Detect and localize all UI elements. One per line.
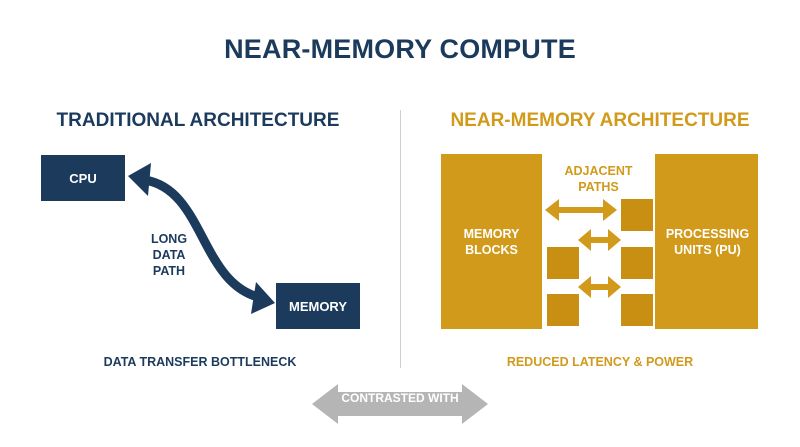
processing-units-label: PROCESSING UNITS (PU) xyxy=(665,226,750,257)
memory-blocks: MEMORY BLOCKS xyxy=(441,154,542,329)
memory-label: MEMORY xyxy=(288,298,348,314)
processing-units: PROCESSING UNITS (PU) xyxy=(657,154,758,329)
compute-tile xyxy=(621,247,653,279)
adjacent-path-arrow xyxy=(545,199,617,221)
contrast-label: CONTRASTED WITH xyxy=(341,391,459,405)
compute-tile xyxy=(547,294,579,326)
latency-caption: REDUCED LATENCY & POWER xyxy=(506,355,694,369)
adjacent-path-arrow xyxy=(578,229,621,251)
near-memory-heading: NEAR-MEMORY ARCHITECTURE xyxy=(450,110,750,131)
traditional-heading: TRADITIONAL ARCHITECTURE xyxy=(56,110,340,131)
diagram-title: NEAR-MEMORY COMPUTE xyxy=(224,34,576,64)
section-divider xyxy=(400,110,401,368)
bottleneck-caption: DATA TRANSFER BOTTLENECK xyxy=(103,355,297,369)
compute-tile xyxy=(621,199,653,231)
memory-blocks-label: MEMORY BLOCKS xyxy=(463,226,520,257)
memory-box: MEMORY xyxy=(276,283,360,329)
cpu-box: CPU xyxy=(41,155,125,201)
adjacent-paths-label: ADJACENT PATHS xyxy=(564,164,633,194)
compute-tile xyxy=(547,247,579,279)
long-data-path-label: LONG DATA PATH xyxy=(150,232,188,278)
adjacent-path-arrow xyxy=(578,276,621,298)
cpu-label: CPU xyxy=(69,170,97,186)
compute-tile xyxy=(621,294,653,326)
